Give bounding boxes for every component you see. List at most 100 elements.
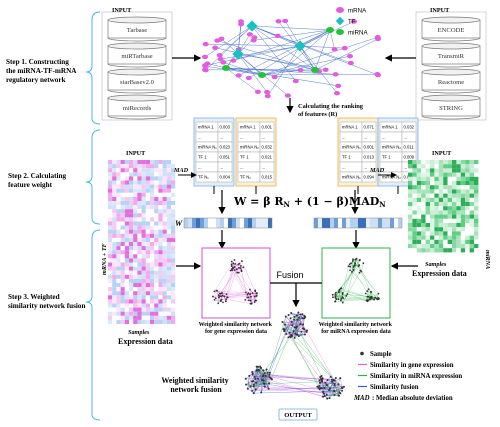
tf-node [294, 40, 306, 52]
heatmap-cell [108, 168, 113, 173]
ranking-feature: TF 1 [382, 155, 391, 160]
mrna-node [284, 93, 291, 98]
weight-formula: W = β RN + (1 − β)MADN [233, 195, 386, 209]
heatmap-cell [120, 258, 125, 263]
heatmap-cell [150, 250, 155, 255]
heatmap-cell [150, 188, 155, 193]
heatmap-cell [162, 319, 167, 324]
heatmap-cell [166, 188, 171, 193]
legend-marker [336, 29, 344, 35]
sample-node [349, 265, 351, 268]
heatmap-cell [116, 229, 121, 234]
heatmap-cell [421, 202, 426, 207]
heatmap-cell [124, 192, 129, 197]
sample-node [224, 300, 227, 303]
heatmap-cell [430, 210, 435, 215]
sample-node [364, 292, 367, 295]
regulatory-edge [233, 29, 331, 61]
sample-node [255, 294, 258, 297]
heatmap-cell [166, 283, 171, 288]
sample-node [341, 291, 344, 294]
sample-node [290, 333, 293, 336]
ranking-feature: ... [382, 165, 386, 170]
heatmap-cell [112, 209, 117, 214]
sample-node [246, 387, 249, 390]
weight-bar-cell [334, 218, 338, 228]
heatmap-cell [171, 205, 176, 210]
sample-node [377, 297, 380, 299]
heatmap-cell [112, 229, 117, 234]
heatmap-cell [162, 172, 167, 177]
heatmap-cell [158, 270, 163, 275]
heatmap-cell [421, 176, 426, 181]
heatmap-cell [129, 213, 134, 218]
heatmap-cell [465, 164, 470, 169]
heatmap-cell [154, 233, 159, 238]
database-top [107, 94, 167, 102]
heatmap-cell [145, 196, 150, 201]
sample-node [329, 375, 332, 378]
heatmap-cell [158, 217, 163, 222]
fused-edge [245, 378, 251, 387]
heatmap-cell [460, 197, 466, 202]
heatmap-cell [112, 164, 117, 169]
database-top [421, 42, 481, 50]
heatmap-cell [150, 192, 155, 197]
heatmap-cell [171, 221, 176, 226]
heatmap-cell [124, 229, 129, 234]
regulatory-edge [261, 37, 378, 76]
sample-node [254, 377, 257, 380]
legend-marker [336, 7, 344, 13]
heatmap-cell [416, 164, 422, 169]
heatmap-cell [166, 213, 171, 218]
heatmap-cell [150, 229, 155, 234]
heatmap-cell [425, 206, 430, 211]
sample-node [345, 294, 348, 297]
similarity-edge [338, 291, 343, 303]
weight-bar-frame [183, 217, 273, 229]
heatmap-cell [150, 168, 155, 173]
heatmap-cell [469, 197, 474, 202]
heatmap-cell [116, 254, 121, 259]
heatmap-cell [166, 217, 171, 222]
heatmap-cell [474, 189, 479, 194]
heatmap-cell [425, 214, 430, 219]
heatmap-cell [456, 231, 461, 236]
sample-node [351, 260, 354, 262]
sample-node [255, 369, 258, 372]
sample-node [341, 389, 344, 392]
heatmap-cell [430, 193, 435, 198]
heatmap-cell [137, 221, 142, 226]
database-bottom [107, 89, 167, 94]
heatmap-cell [443, 235, 448, 240]
heatmap-cell [150, 307, 155, 312]
heatmap-cell [412, 160, 417, 165]
heatmap-cell [469, 176, 474, 181]
heatmap-cell [460, 231, 466, 236]
heatmap-cell [421, 239, 426, 244]
sample-node [294, 332, 297, 335]
heatmap-cell [129, 315, 134, 320]
heatmap-cell [443, 206, 448, 211]
heatmap-cell [154, 283, 159, 288]
heatmap-cell [145, 172, 150, 177]
database-starbasev2-0: starBasev2.0 [107, 68, 167, 94]
regulatory-edge [253, 29, 331, 41]
heatmap-cell [112, 233, 117, 238]
heatmap-cell [443, 189, 448, 194]
sample-node [290, 312, 293, 315]
heatmap-cell [124, 274, 129, 279]
ranking-feature: ... [342, 165, 346, 170]
heatmap-cell [154, 229, 159, 234]
heatmap-cell [162, 266, 167, 271]
sample-node [328, 389, 331, 392]
database-frame [101, 11, 173, 121]
weight-bar-cell [386, 218, 390, 228]
ranking-feature: ... [342, 135, 346, 140]
mirna-caption-line-1: Weighted similarity network [319, 322, 393, 328]
heatmap-cell [430, 176, 435, 181]
regulatory-edge [251, 25, 331, 31]
heatmap-cell [116, 262, 121, 267]
heatmap-cell [154, 250, 159, 255]
heatmap-cell [166, 266, 171, 271]
